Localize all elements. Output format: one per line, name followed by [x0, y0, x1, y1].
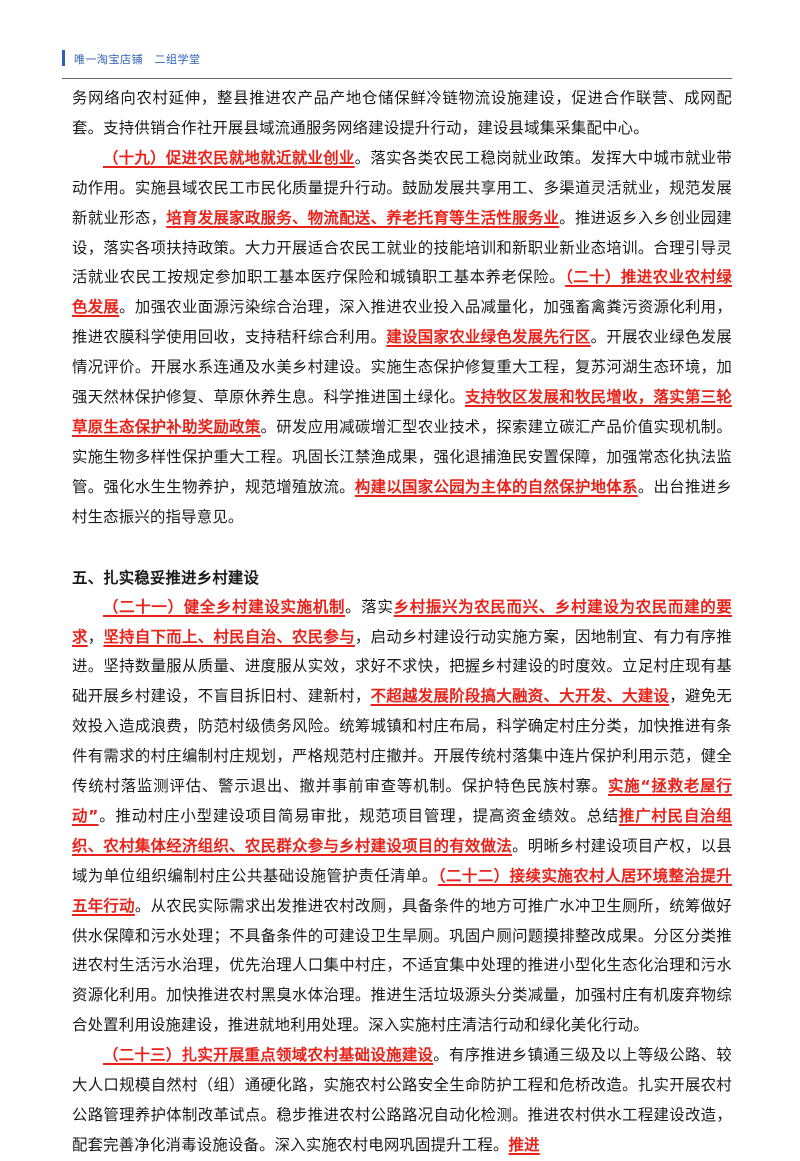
text-run: ，避免无效投入造成浪费，防范村级债务风险。统筹城镇和村庄布局，科学确定村庄分类，… — [72, 687, 732, 796]
highlighted-text: （二十一）健全乡村建设实施机制 — [103, 597, 346, 616]
text-run: ，启动乡村建设行动实施方案，因地制宜、有力有序推进。坚持数量服从质量、进度服从实… — [72, 627, 732, 706]
header-accent-bar — [62, 50, 65, 66]
header-rule — [62, 78, 732, 79]
text-run: 务网络向农村延伸，整县推进农产品产地仓储保鲜冷链物流设施建设，促进合作联营、成网… — [72, 89, 732, 137]
highlighted-text: （二十三）扎实开展重点领域农村基础设施建设 — [103, 1046, 434, 1065]
text-run: 。从农民实际需求出发推进农村改厕，具备条件的地方可推广水冲卫生厕所，统筹做好供水… — [72, 896, 732, 1035]
paragraph: （十九）促进农民就地就近就业创业。落实各类农民工稳岗就业政策。发挥大中城市就业带… — [72, 144, 732, 533]
highlighted-text: （十九）促进农民就地就近就业创业 — [103, 148, 355, 167]
text-run: 。加强农业面源污染综合治理，深入推进农业投入品减量化，加强畜禽粪污资源化利用，推… — [72, 298, 732, 347]
text-run: 。开展农业绿色发展情况评价。开展水系连通及水美乡村建设。实施生态保护修复重大工程… — [72, 328, 732, 407]
section-title: 五、扎实稳妥推进乡村建设 — [72, 568, 260, 587]
text-run: 。研发应用减碳增汇型农业技术，探索建立碳汇产品价值实现机制。实施生物多样性保护重… — [72, 417, 732, 496]
text-run: 。推进返乡入乡创业园建设，落实各项扶持政策。大力开展适合农民工就业的技能培训和新… — [72, 208, 732, 287]
text-run: 。落实 — [345, 597, 394, 616]
text-run: 。明晰乡村建设项目产权，以县域为单位组织编制村庄公共基础设施管护责任清单。 — [72, 836, 732, 885]
highlighted-text: 支持牧区发展和牧民增收，落实第三轮草原生态保护补助奖励政策 — [72, 388, 732, 436]
highlighted-text: 构建以国家公园为主体的自然保护地体系 — [354, 477, 638, 496]
section-gap — [72, 533, 732, 563]
highlighted-text: 实施“拯救老屋行动” — [72, 777, 732, 825]
highlighted-text: 培育发展家政服务、物流配送、养老托育等生活性服务业 — [166, 208, 560, 227]
highlighted-text: 建设国家农业绿色发展先行区 — [386, 328, 591, 347]
highlighted-text: （二十）推进农业农村绿色发展 — [72, 268, 732, 317]
text-run: ， — [87, 627, 104, 646]
document-body: 务网络向农村延伸，整县推进农产品产地仓储保鲜冷链物流设施建设，促进合作联营、成网… — [72, 84, 732, 1161]
paragraph-group-2: （二十一）健全乡村建设实施机制。落实乡村振兴为农民而兴、乡村建设为农民而建的要求… — [72, 593, 732, 1161]
header-text: 唯一淘宝店铺 二组学堂 — [74, 53, 201, 66]
paragraph: 务网络向农村延伸，整县推进农产品产地仓储保鲜冷链物流设施建设，促进合作联营、成网… — [72, 84, 732, 144]
highlighted-text: （二十二）接续实施农村人居环境整治提升五年行动 — [72, 866, 732, 915]
paragraph-group-1: 务网络向农村延伸，整县推进农产品产地仓储保鲜冷链物流设施建设，促进合作联营、成网… — [72, 84, 732, 533]
text-run: 。出台推进乡村生态振兴的指导意见。 — [72, 477, 732, 526]
highlighted-text: 不超越发展阶段搞大融资、大开发、大建设 — [370, 687, 670, 706]
text-run: 。推动村庄小型建设项目简易审批，规范项目管理，提高资金绩效。总结 — [98, 806, 619, 825]
paragraph: （二十一）健全乡村建设实施机制。落实乡村振兴为农民而兴、乡村建设为农民而建的要求… — [72, 593, 732, 1042]
highlighted-text: 推进 — [508, 1135, 540, 1154]
text-run: 。落实各类农民工稳岗就业政策。发挥大中城市就业带动作用。实施县域农民工市民化质量… — [72, 148, 732, 227]
highlighted-text: 坚持自下而上、村民自治、农民参与 — [103, 627, 355, 646]
highlighted-text: 推广村民自治组织、农村集体经济组织、农民群众参与乡村建设项目的有效做法 — [72, 806, 732, 855]
highlighted-text: 乡村振兴为农民而兴、乡村建设为农民而建的要求 — [72, 597, 732, 646]
paragraph: （二十三）扎实开展重点领域农村基础设施建设。有序推进乡镇通三级及以上等级公路、较… — [72, 1041, 732, 1161]
page-header: 唯一淘宝店铺 二组学堂 — [62, 48, 732, 70]
